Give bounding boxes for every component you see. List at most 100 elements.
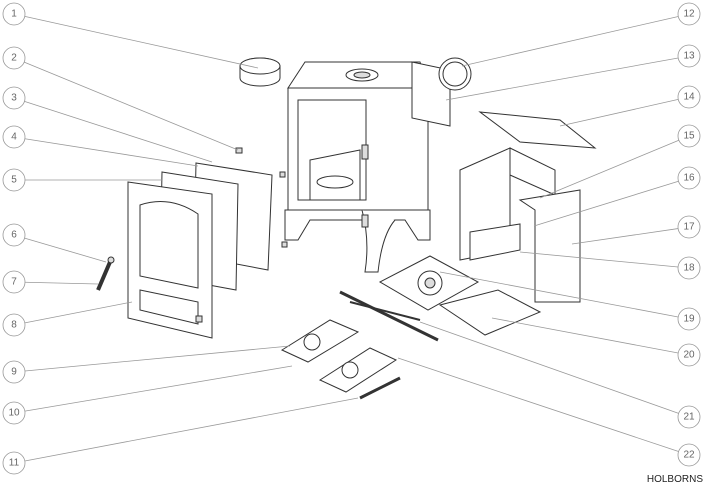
callout-number: 14	[683, 92, 695, 103]
callout-number: 10	[8, 408, 20, 419]
callout-circle	[677, 215, 701, 239]
leader-line	[571, 228, 679, 245]
callout-8: 8	[2, 301, 133, 337]
leader-line	[24, 365, 293, 412]
leader-line	[419, 321, 679, 414]
leader-line	[24, 101, 213, 163]
firebrick-set-part	[459, 147, 581, 303]
callout-circle	[2, 86, 26, 110]
callout-9: 9	[2, 345, 291, 384]
leader-line	[24, 397, 359, 462]
callout-number: 18	[683, 263, 695, 274]
leader-line	[24, 61, 239, 151]
callout-number: 22	[683, 450, 695, 461]
callout-circle	[2, 401, 26, 425]
callout-number: 17	[683, 222, 695, 233]
leader-line	[24, 15, 259, 69]
callout-14: 14	[559, 85, 701, 127]
ash-pan-part	[438, 289, 542, 336]
leader-line	[397, 357, 679, 452]
door-handle-part	[96, 256, 115, 291]
stove-door-part	[127, 181, 213, 339]
callout-number: 6	[11, 230, 17, 241]
air-control-plate-part	[280, 319, 398, 393]
callout-circle	[2, 168, 26, 192]
callout-number: 16	[683, 173, 695, 184]
callout-4: 4	[2, 125, 199, 167]
callout-circle	[2, 451, 26, 475]
stove-body-part	[284, 61, 431, 273]
latch-part	[279, 171, 286, 178]
callout-circle	[677, 405, 701, 429]
callout-circle	[2, 223, 26, 247]
operating-tool-part	[359, 376, 401, 400]
callout-circle	[677, 443, 701, 467]
callout-22: 22	[397, 357, 701, 467]
leader-line	[559, 99, 679, 127]
baffle-plate-part	[478, 111, 597, 149]
callout-number: 8	[11, 320, 17, 331]
leader-line	[539, 139, 679, 199]
callout-circle	[2, 46, 26, 70]
leader-line	[439, 271, 679, 318]
callout-number: 3	[11, 93, 17, 104]
callout-circle	[677, 256, 701, 280]
callout-21: 21	[419, 321, 701, 429]
callout-number: 5	[11, 175, 17, 186]
riddling-bar-part	[339, 290, 439, 342]
callout-19: 19	[439, 271, 701, 331]
leader-line	[24, 237, 107, 263]
callout-circle	[677, 307, 701, 331]
callout-5: 5	[2, 168, 162, 192]
callout-number: 7	[11, 277, 17, 288]
callout-1: 1	[2, 2, 259, 69]
callout-number: 19	[683, 314, 695, 325]
callout-number: 2	[11, 53, 17, 64]
callout-number: 4	[11, 132, 17, 143]
callout-18: 18	[519, 251, 701, 280]
callout-circle	[677, 124, 701, 148]
callout-number: 1	[11, 9, 17, 20]
callout-16: 16	[533, 166, 701, 227]
callout-circle	[677, 166, 701, 190]
callout-circle	[2, 360, 26, 384]
callout-20: 20	[491, 317, 701, 367]
callout-2: 2	[2, 46, 239, 151]
callout-6: 6	[2, 223, 107, 263]
leader-line	[461, 16, 679, 67]
callout-circle	[677, 343, 701, 367]
flue-collar-part	[239, 57, 281, 87]
callout-circle	[2, 125, 26, 149]
grate-part	[378, 255, 480, 311]
callout-number: 12	[683, 9, 695, 20]
callout-number: 15	[683, 131, 695, 142]
callout-circle	[2, 2, 26, 26]
callout-number: 13	[683, 51, 695, 62]
callout-7: 7	[2, 270, 99, 294]
callout-15: 15	[539, 124, 701, 199]
leader-line	[491, 317, 679, 354]
callout-12: 12	[461, 2, 701, 67]
fixing-screw-part	[281, 241, 288, 248]
callout-circle	[677, 85, 701, 109]
brand-label: HOLBORNS	[646, 474, 703, 485]
hinge-pin-part	[235, 147, 243, 154]
stove-parts	[96, 57, 597, 400]
callout-circle	[677, 2, 701, 26]
leader-line	[24, 301, 133, 324]
callout-3: 3	[2, 86, 213, 163]
callout-number: 11	[9, 458, 20, 469]
leader-line	[24, 345, 291, 372]
callout-13: 13	[445, 44, 701, 101]
callout-17: 17	[571, 215, 701, 245]
callout-circle	[677, 44, 701, 68]
callout-number: 20	[683, 350, 695, 361]
leader-line	[24, 281, 99, 285]
callout-11: 11	[2, 397, 359, 475]
leader-line	[445, 57, 679, 101]
callout-10: 10	[2, 365, 293, 425]
leader-line	[519, 251, 679, 268]
callout-number: 21	[683, 412, 695, 423]
